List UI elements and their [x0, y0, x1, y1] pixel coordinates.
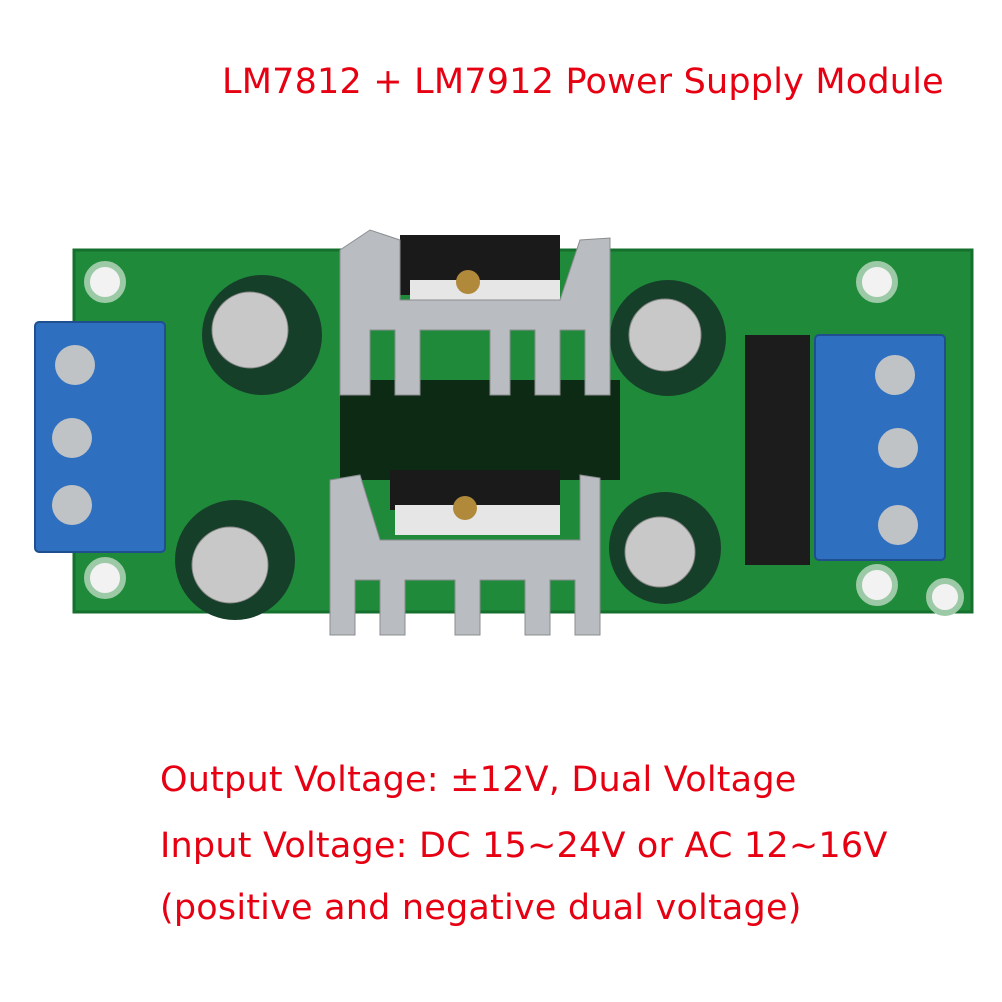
capacitors	[175, 275, 726, 620]
terminal-block-left	[34, 321, 166, 553]
dark-region	[340, 380, 620, 480]
input-voltage-spec: Input Voltage: DC 15~24V or AC 12~16V	[160, 826, 888, 866]
regulator-bottom	[329, 470, 601, 636]
regulator-top	[339, 229, 611, 396]
dual-voltage-note: (positive and negative dual voltage)	[160, 888, 802, 928]
product-title: LM7812 + LM7912 Power Supply Module	[222, 62, 944, 102]
terminal-block-right	[814, 334, 946, 561]
output-voltage-spec: Output Voltage: ±12V, Dual Voltage	[160, 760, 797, 800]
bridge-rectifier	[745, 335, 810, 565]
mounting-holes	[84, 261, 964, 616]
